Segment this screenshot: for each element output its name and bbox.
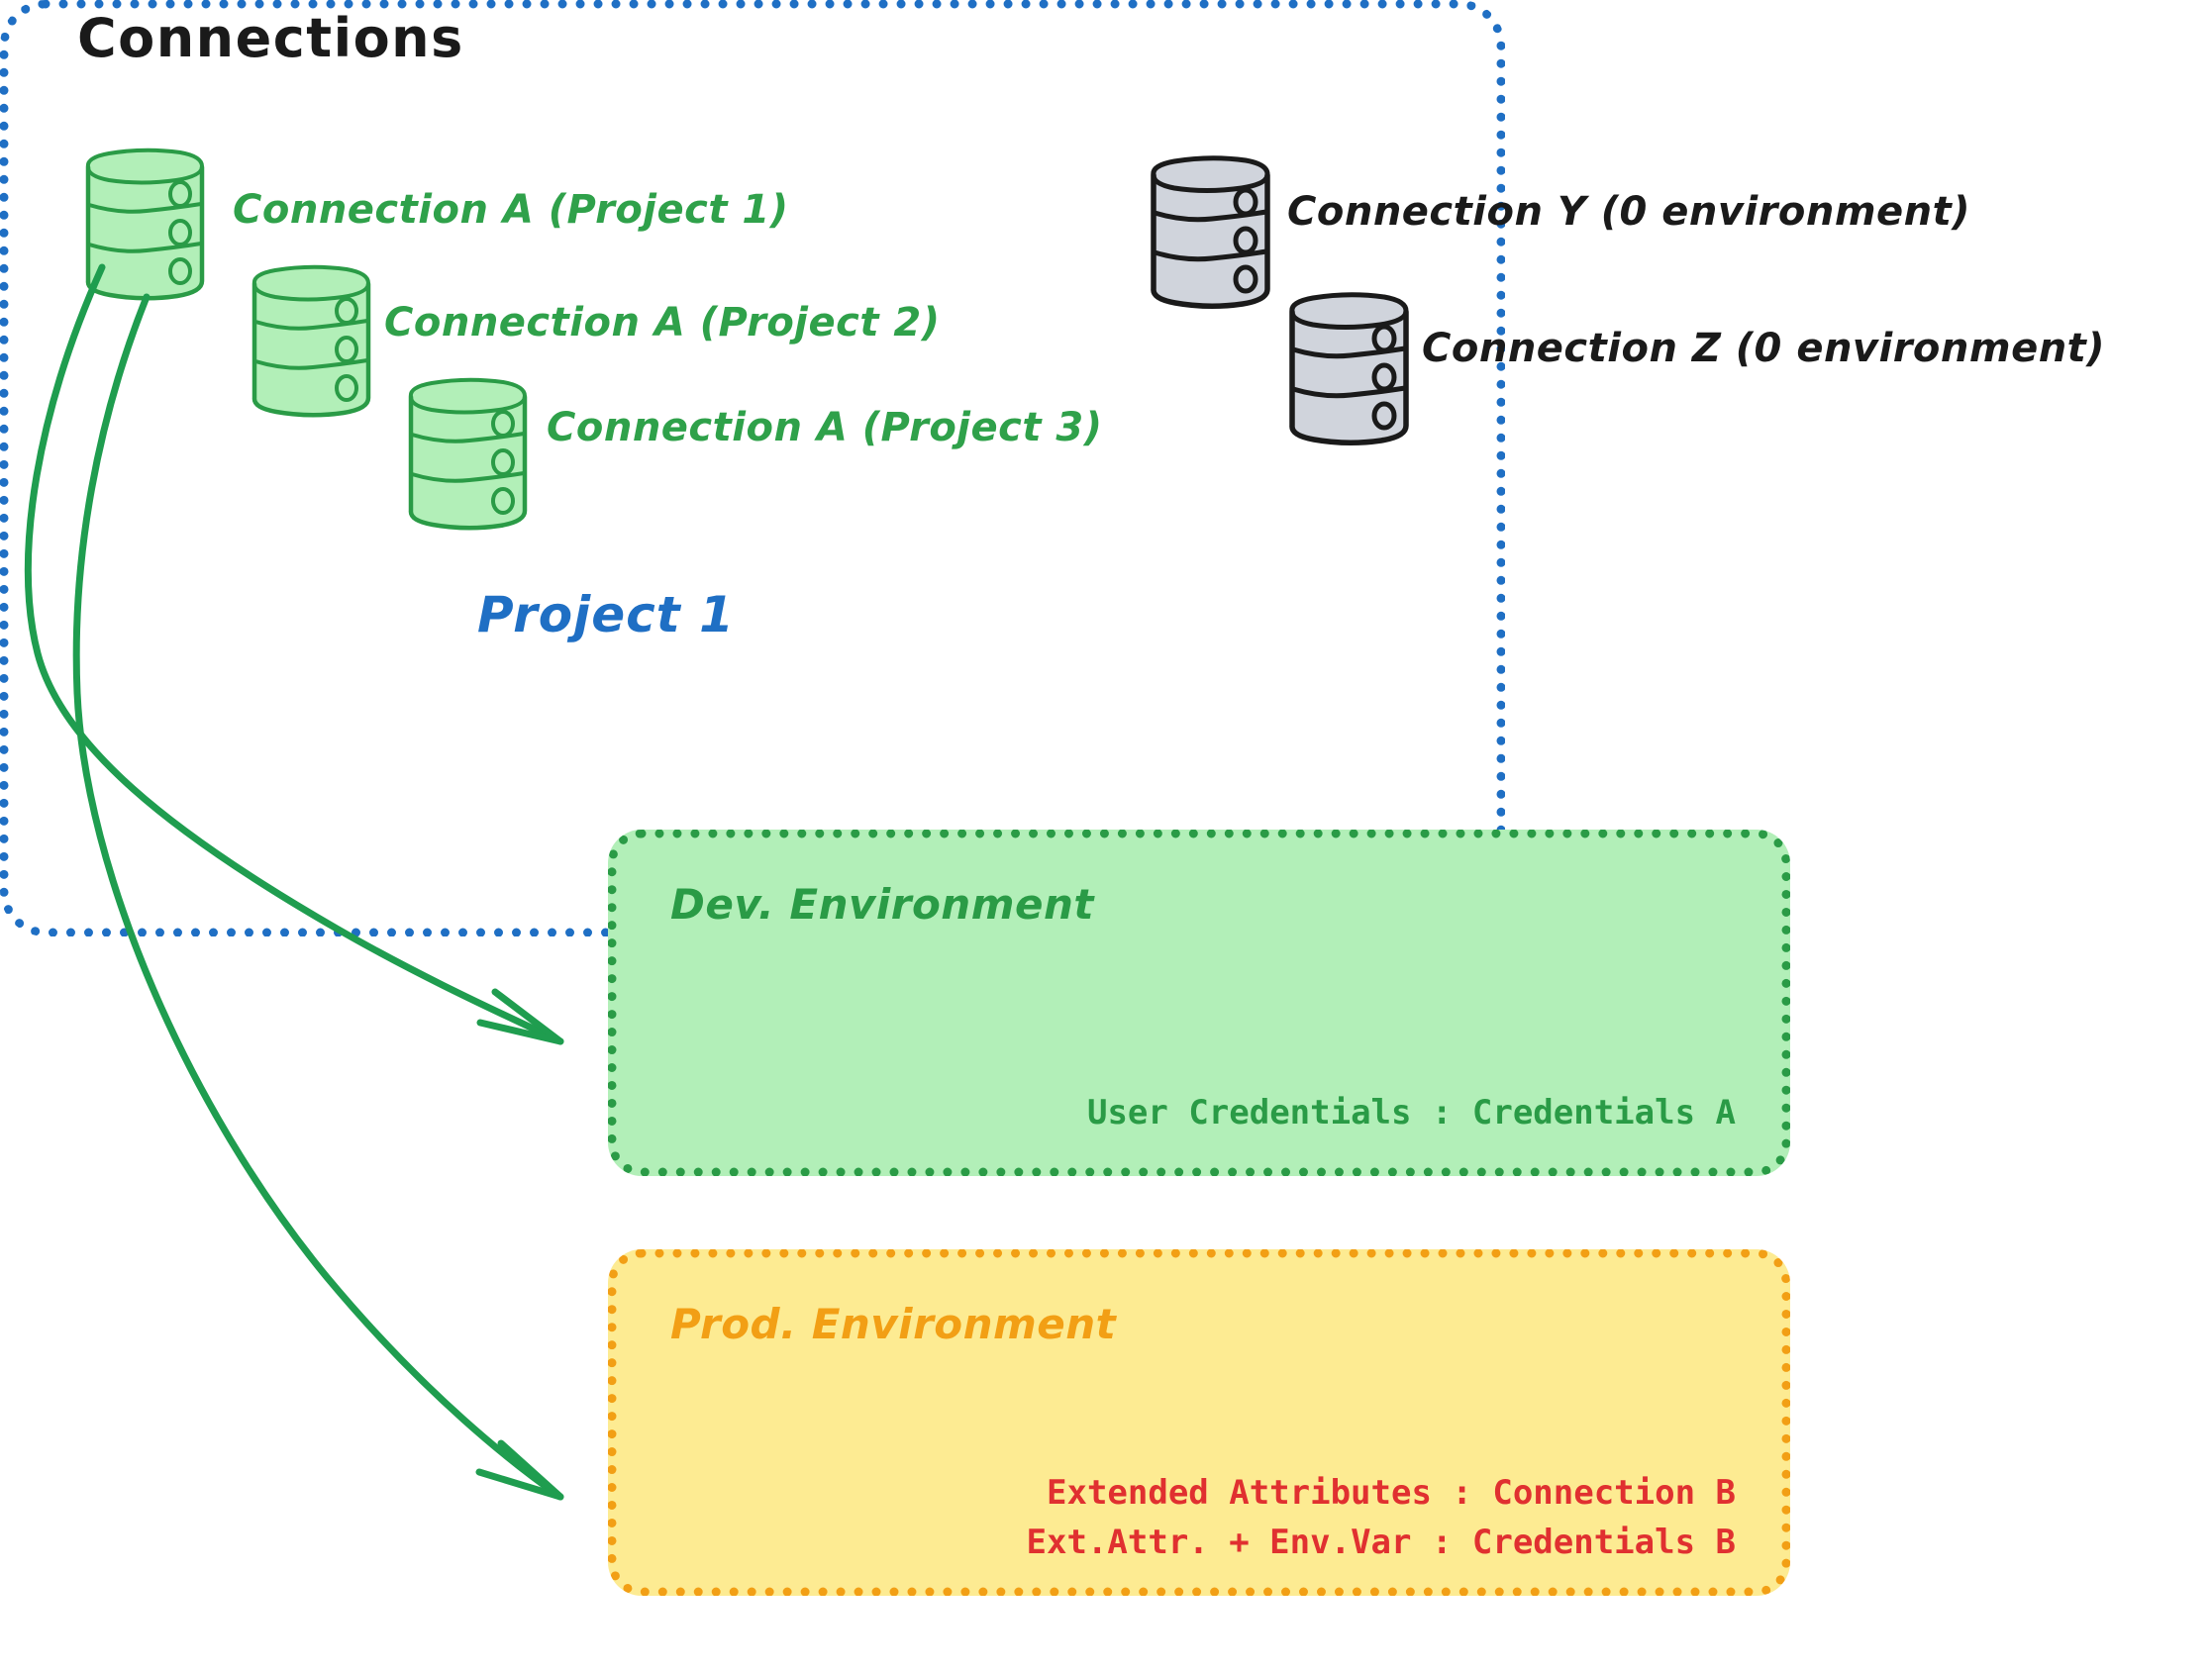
prod-row-extended-attributes: Extended Attributes : Connection B <box>1047 1473 1736 1514</box>
dev-environment-box: Dev. Environment User Credentials : Cred… <box>608 830 1790 1176</box>
database-icon-connection-a-project-2 <box>238 255 386 424</box>
project-container <box>0 0 1505 936</box>
prod-environment-box: Prod. Environment Extended Attributes : … <box>608 1249 1790 1596</box>
dev-environment-title: Dev. Environment <box>670 880 1094 929</box>
database-icon-connection-z <box>1275 283 1424 451</box>
prod-environment-title: Prod. Environment <box>670 1300 1117 1348</box>
database-icon-connection-a-project-3 <box>394 368 543 537</box>
connection-label-a-project-1: Connection A (Project 1) <box>233 187 789 233</box>
page-title: Connections <box>77 7 464 69</box>
prod-row-ext-attr-env-var: Ext.Attr. + Env.Var : Credentials B <box>1026 1522 1736 1562</box>
connection-label-a-project-2: Connection A (Project 2) <box>384 300 941 345</box>
project-title: Project 1 <box>477 586 735 643</box>
dev-row-user-credentials: User Credentials : Credentials A <box>1086 1092 1736 1132</box>
connection-label-a-project-3: Connection A (Project 3) <box>547 405 1103 450</box>
connection-label-z: Connection Z (0 environment) <box>1422 326 2106 371</box>
database-icon-connection-a-project-1 <box>71 139 220 307</box>
connection-label-y: Connection Y (0 environment) <box>1287 189 1971 235</box>
prod-environment-rows: Extended Attributes : Connection B Ext.A… <box>1027 1469 1736 1567</box>
database-icon-connection-y <box>1137 147 1285 315</box>
dev-environment-rows: User Credentials : Credentials A <box>1087 1089 1736 1137</box>
